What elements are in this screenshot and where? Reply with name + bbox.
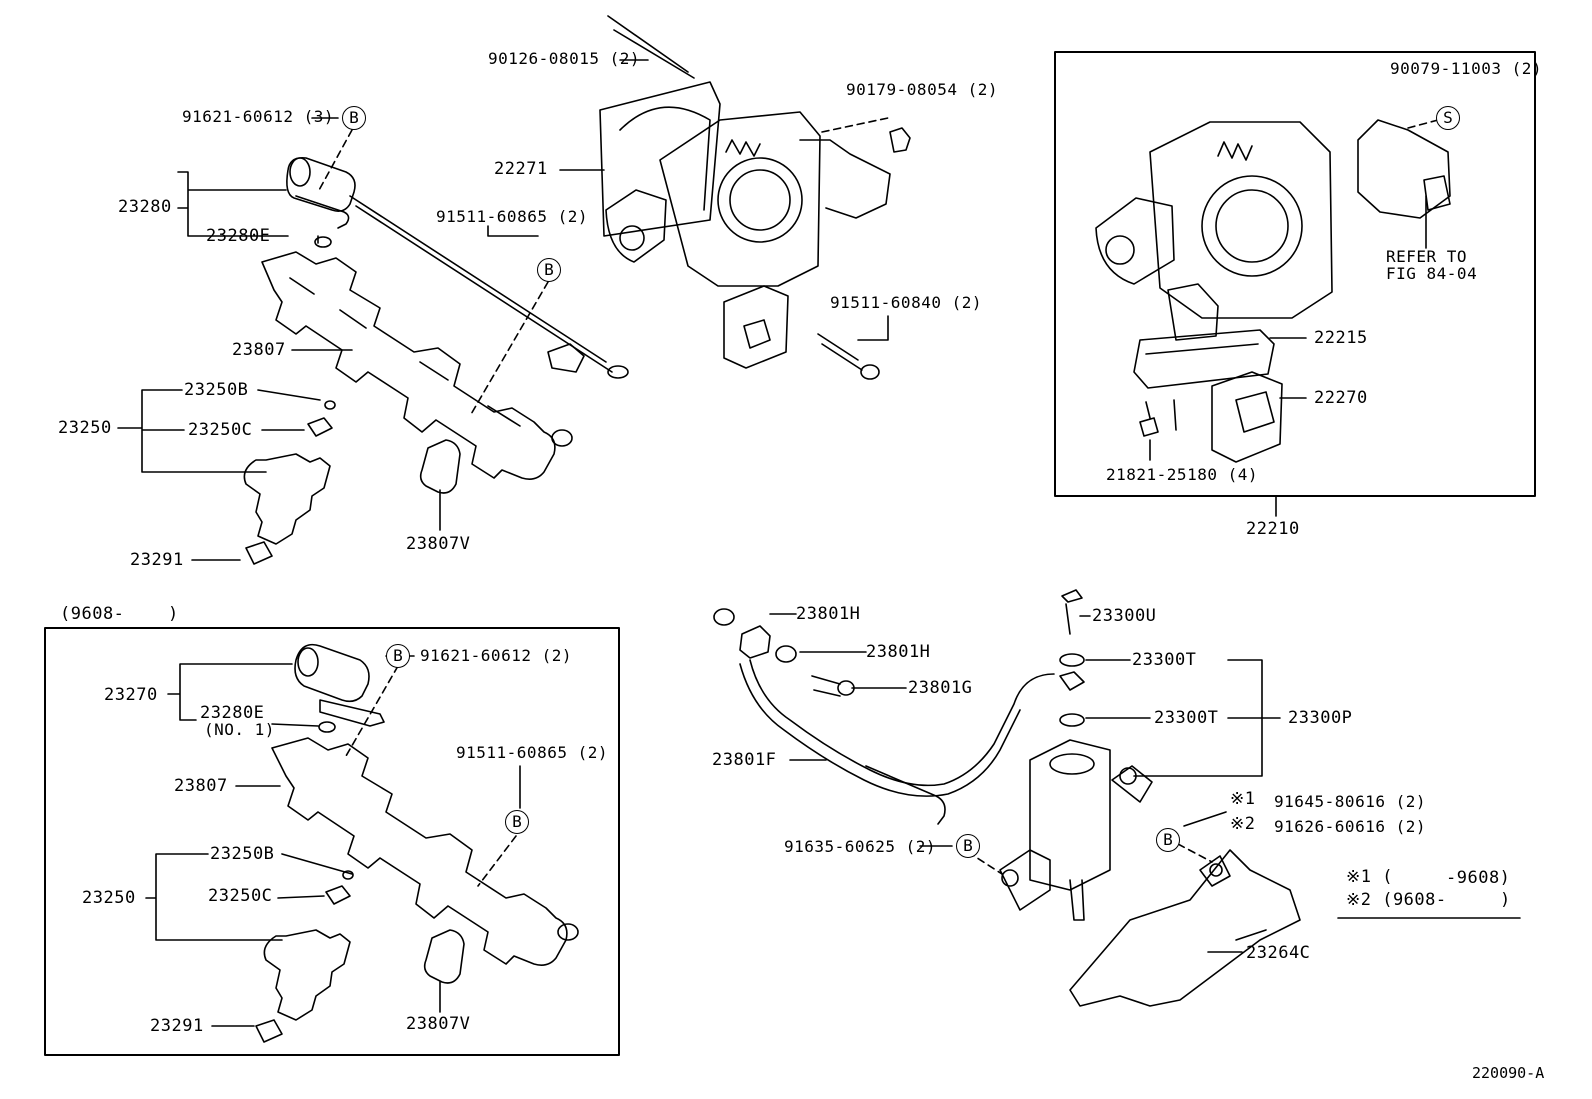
label-23300U: 23300U — [1092, 606, 1157, 626]
dashed-leaders — [317, 117, 1439, 887]
label-date-range-start: (9608- — [60, 604, 125, 624]
label-23801H-2: 23801H — [866, 642, 931, 662]
label-90179-08054: 90179-08054 (2) — [846, 80, 998, 99]
label-91511-60840: 91511-60840 (2) — [830, 293, 982, 312]
throttle-body-upper — [599, 15, 911, 380]
legend-note-2-end: ) — [1500, 890, 1511, 910]
label-91626-60616: 91626-60616 (2) — [1274, 817, 1426, 836]
label-no-1: (NO. 1) — [204, 720, 275, 739]
label-90126-08015: 90126-08015 (2) — [488, 49, 640, 68]
label-91621-60612-3: 91621-60612 (3) — [182, 107, 334, 126]
label-23280E: 23280E — [206, 226, 271, 246]
label-23291-lower: 23291 — [150, 1016, 204, 1036]
fuel-rail-upper — [243, 156, 629, 565]
label-21821-25180: 21821-25180 (4) — [1106, 465, 1258, 484]
label-91511-60865-lower: 91511-60865 (2) — [456, 743, 608, 762]
label-23801H-1: 23801H — [796, 604, 861, 624]
legend-note-1-start: ※1 ( — [1346, 867, 1393, 887]
callout-b-6: B — [956, 834, 980, 858]
label-23300P: 23300P — [1288, 708, 1353, 728]
label-23250C-lower: 23250C — [208, 886, 273, 906]
label-23807-lower: 23807 — [174, 776, 228, 796]
label-22215: 22215 — [1314, 328, 1368, 348]
fuel-filter — [713, 589, 1301, 1007]
label-90079-11003: 90079-11003 (2) — [1390, 59, 1542, 78]
label-23270: 23270 — [104, 685, 158, 705]
label-23291-upper: 23291 — [130, 550, 184, 570]
label-23280: 23280 — [118, 197, 172, 217]
label-23250B-upper: 23250B — [184, 380, 249, 400]
label-23264C: 23264C — [1246, 943, 1311, 963]
leader-lines — [117, 59, 1521, 1027]
label-91635-60625: 91635-60625 (2) — [784, 837, 936, 856]
label-23807-upper: 23807 — [232, 340, 286, 360]
label-22271: 22271 — [494, 159, 548, 179]
label-note-1-marker: ※1 — [1230, 789, 1256, 809]
label-23250B-lower: 23250B — [210, 844, 275, 864]
callout-b-4: B — [505, 810, 529, 834]
later-model-frame — [44, 627, 620, 1056]
callout-s: S — [1436, 106, 1460, 130]
label-23807V-lower: 23807V — [406, 1014, 471, 1034]
label-23807V-upper: 23807V — [406, 534, 471, 554]
label-23801F: 23801F — [712, 750, 777, 770]
fuel-rail-lower — [255, 643, 579, 1043]
callout-b-1: B — [342, 106, 366, 130]
legend-note-1-end: -9608) — [1446, 868, 1511, 888]
label-23250-lower: 23250 — [82, 888, 136, 908]
label-22210: 22210 — [1246, 519, 1300, 539]
label-91645-80616: 91645-80616 (2) — [1274, 792, 1426, 811]
label-91621-60612-2: 91621-60612 (2) — [420, 646, 572, 665]
label-22270: 22270 — [1314, 388, 1368, 408]
label-note-2-marker: ※2 — [1230, 814, 1256, 834]
label-fig-84-04: FIG 84-04 — [1386, 264, 1478, 283]
label-23250C-upper: 23250C — [188, 420, 253, 440]
label-91511-60865-upper: 91511-60865 (2) — [436, 207, 588, 226]
label-23801G: 23801G — [908, 678, 973, 698]
throttle-body-assembly — [1095, 119, 1451, 463]
label-23300T-2: 23300T — [1154, 708, 1219, 728]
label-date-range-end: ) — [168, 604, 179, 624]
legend-note-2-start: ※2 (9608- — [1346, 890, 1447, 910]
callout-b-5: B — [1156, 828, 1180, 852]
throttle-assembly-frame — [1054, 51, 1536, 497]
label-refer-to: REFER TO — [1386, 247, 1468, 266]
label-23300T-1: 23300T — [1132, 650, 1197, 670]
label-23250-upper: 23250 — [58, 418, 112, 438]
label-23280E-lower: 23280E — [200, 703, 265, 723]
callout-b-3: B — [386, 644, 410, 668]
figure-number: 220090-A — [1472, 1064, 1545, 1082]
callout-b-2: B — [537, 258, 561, 282]
